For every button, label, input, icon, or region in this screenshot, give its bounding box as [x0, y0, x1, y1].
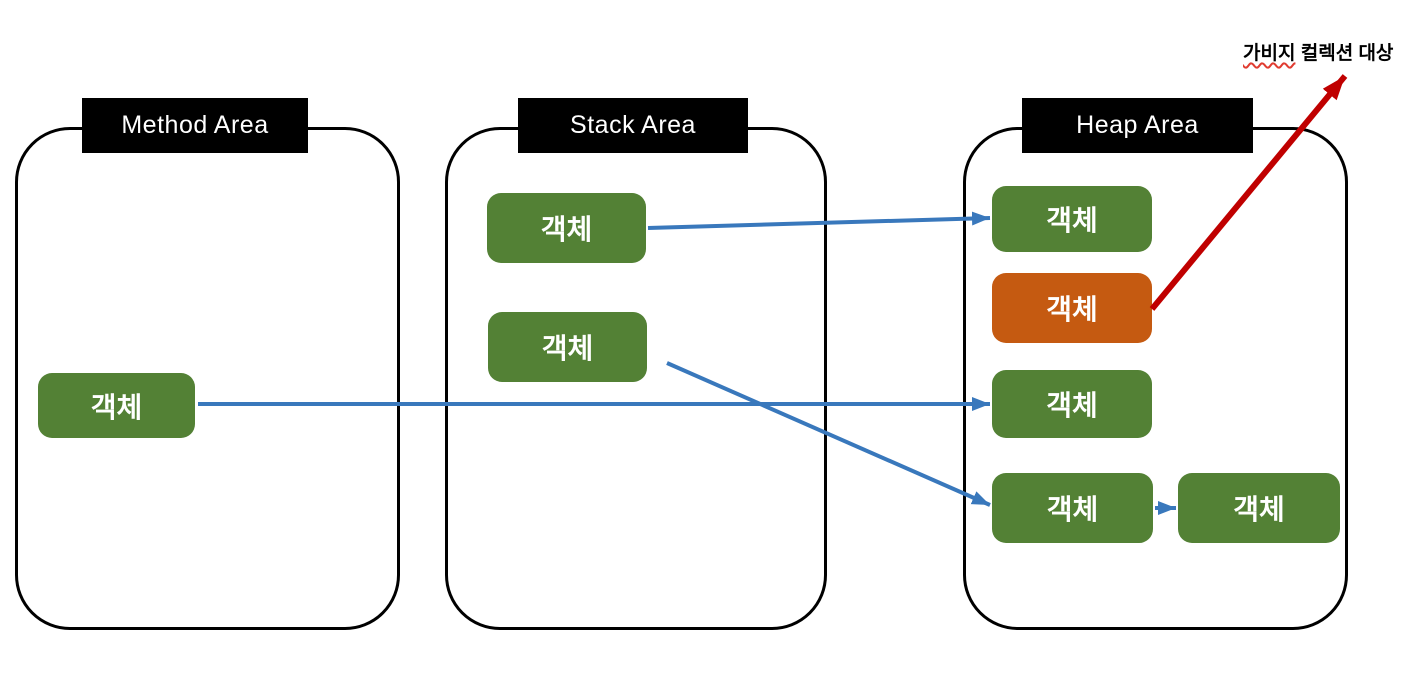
stack-object-1: 객체 — [487, 193, 646, 263]
heap-object-3: 객체 — [992, 370, 1152, 438]
gc-target-label-rest: 컬렉션 대상 — [1295, 43, 1394, 64]
method-object-1: 객체 — [38, 373, 195, 438]
stack-object-2: 객체 — [488, 312, 647, 382]
method-area-title: Method Area — [121, 111, 269, 139]
method-area-header: Method Area — [82, 98, 308, 153]
heap-object-2-garbage: 객체 — [992, 273, 1152, 343]
heap-object-4: 객체 — [992, 473, 1153, 543]
heap-area-title: Heap Area — [1076, 111, 1199, 139]
gc-target-label-underlined-word: 가비지 — [1243, 43, 1296, 64]
gc-target-label: 가비지 컬렉션 대상 — [1243, 38, 1417, 65]
heap-object-5: 객체 — [1178, 473, 1340, 543]
heap-area-header: Heap Area — [1022, 98, 1253, 153]
stack-area-header: Stack Area — [518, 98, 748, 153]
stack-area-title: Stack Area — [570, 111, 696, 139]
heap-object-1: 객체 — [992, 186, 1152, 252]
